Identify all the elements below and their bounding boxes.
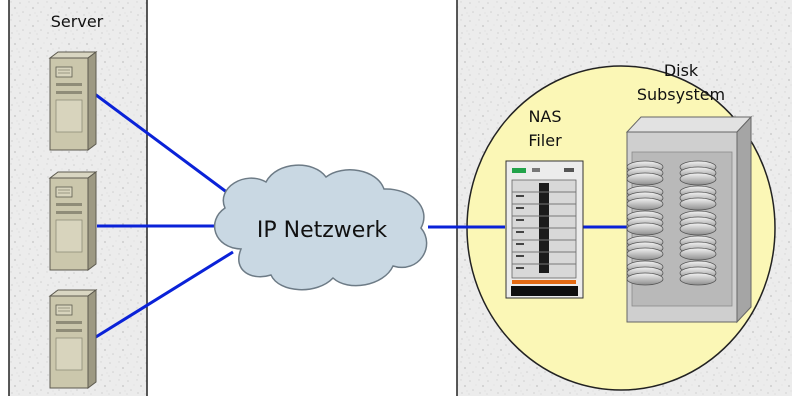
disk-label-line2: Subsystem bbox=[637, 85, 725, 104]
server-label: Server bbox=[51, 12, 104, 31]
network-label: IP Netzwerk bbox=[257, 218, 387, 243]
server-tower-icon bbox=[48, 51, 98, 151]
server-tower-icon bbox=[48, 171, 98, 271]
disk-label-line1: Disk bbox=[664, 61, 699, 80]
nas-label-line1: NAS bbox=[528, 107, 561, 126]
server-link-bottom bbox=[90, 250, 234, 342]
cloud-icon bbox=[213, 164, 428, 291]
nas-filer-icon bbox=[505, 160, 584, 299]
server-tower-icon bbox=[48, 289, 98, 389]
disk-stack-icon bbox=[625, 115, 753, 324]
server-link-top bbox=[83, 84, 237, 201]
nas-label-line2: Filer bbox=[528, 131, 562, 150]
